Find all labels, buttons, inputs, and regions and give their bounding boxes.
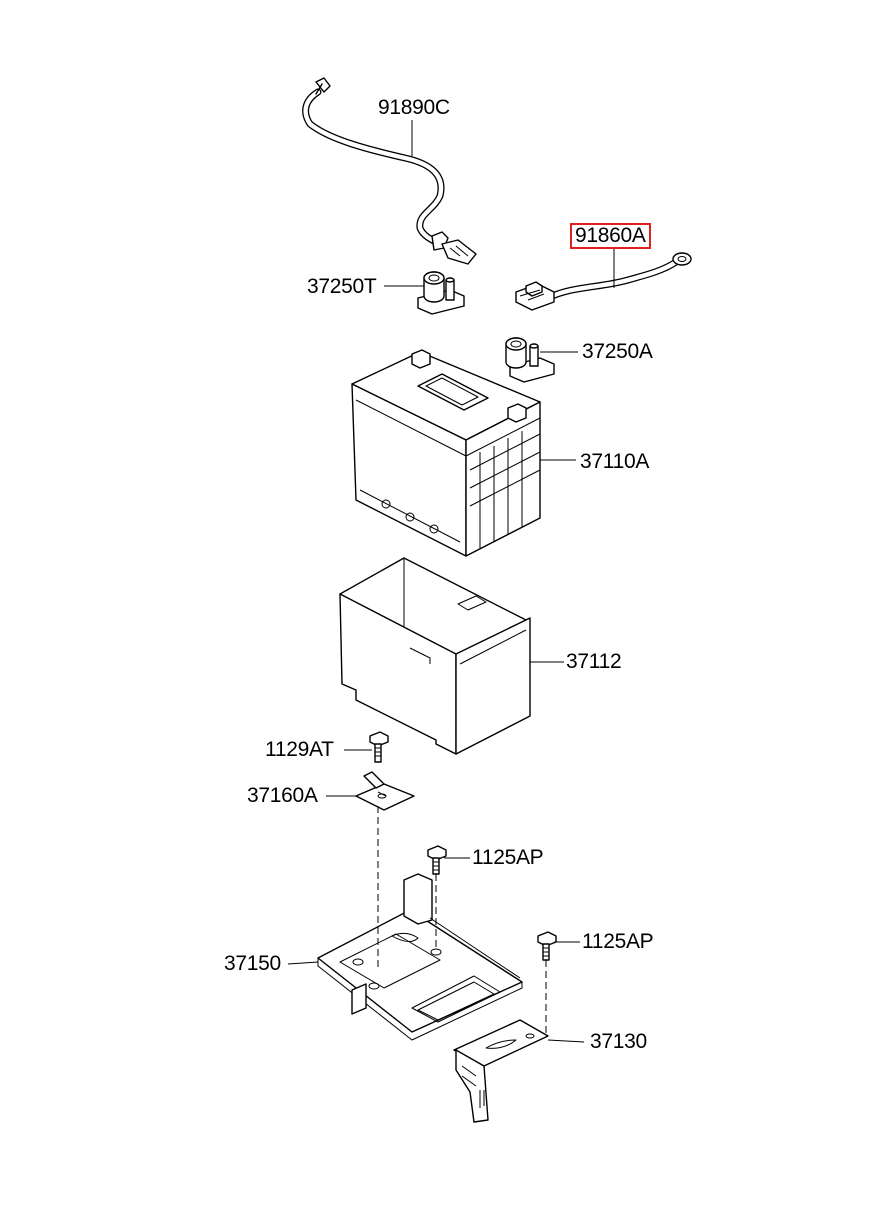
label-37250a: 37250A [582, 340, 653, 363]
tray-37150 [317, 873, 523, 1041]
ground-cable-91890c [302, 77, 477, 265]
assembly-dashed-lines [377, 806, 547, 1034]
terminal-37250t [417, 271, 465, 315]
label-37160a: 37160A [247, 784, 318, 807]
leader-lines [287, 120, 615, 1043]
battery-box-37112 [339, 557, 531, 755]
label-1125ap-lower: 1125AP [582, 930, 654, 953]
label-37150: 37150 [224, 952, 281, 975]
clamp-37160a [355, 771, 415, 811]
battery-37110a [351, 349, 541, 557]
label-91860a-highlighted: 91860A [570, 223, 651, 249]
terminal-37250a [505, 337, 555, 383]
positive-cable-91860a [515, 252, 692, 311]
bracket-37130 [453, 1019, 549, 1123]
label-37112: 37112 [566, 650, 622, 673]
label-37250t: 37250T [307, 275, 377, 298]
bolt-1129at [369, 731, 389, 763]
bolt-1125ap-upper [427, 845, 447, 875]
label-37130: 37130 [590, 1030, 647, 1053]
label-1129at: 1129AT [265, 738, 334, 761]
label-1125ap-upper: 1125AP [472, 846, 544, 869]
label-37110a: 37110A [580, 450, 650, 473]
label-91890c: 91890C [378, 96, 450, 119]
bolt-1125ap-lower [537, 931, 557, 961]
